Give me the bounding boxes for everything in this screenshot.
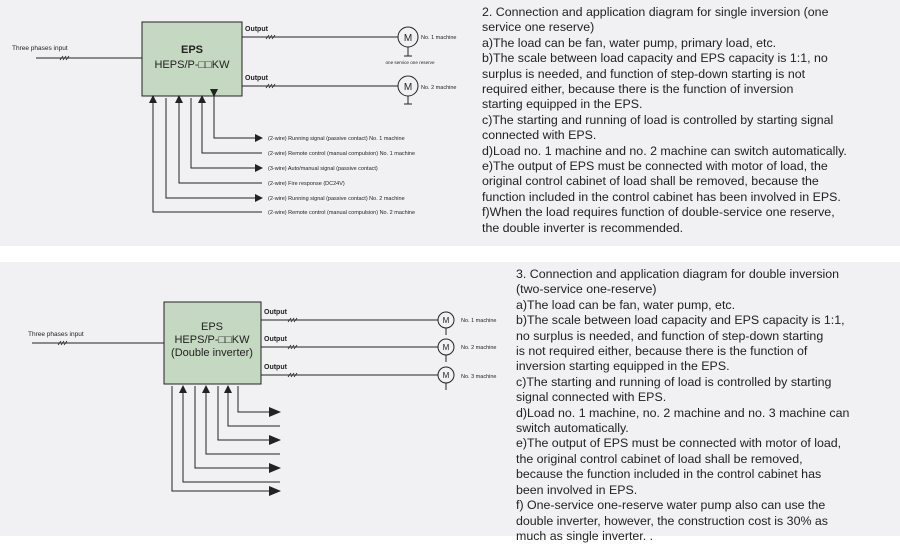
section-3-heading: 3. Connection and application diagram fo… — [516, 267, 840, 297]
double-inversion-diagram: Three phases input EPS HEPS/P-□□KW (Doub… — [28, 301, 496, 496]
section-2-heading: 2. Connection and application diagram fo… — [482, 5, 829, 35]
signal-line-2 — [198, 95, 262, 154]
signal-line-4 — [175, 95, 262, 184]
signal-label-3: (3-wire) Auto/manual signal (passive con… — [268, 166, 378, 172]
signal-label-2: (2-wire) Remote control (manual compulsi… — [268, 151, 415, 157]
output-mark-1 — [287, 317, 298, 323]
output-mark-2 — [265, 83, 276, 89]
signal-lines — [171, 385, 281, 496]
section-3-item-a: a)The load can be fan, water pump, etc. — [516, 297, 736, 312]
output-label-3: Output — [264, 364, 288, 371]
eps-box — [163, 301, 262, 385]
eps-model: HEPS/P-□□KW — [154, 59, 230, 71]
eps-box — [141, 21, 243, 97]
signal-line-2 — [224, 385, 280, 427]
motor-3-symbol: M — [443, 371, 450, 380]
signal-line-7 — [171, 386, 281, 496]
section-2-item-b: b)The scale between load capacity and EP… — [482, 51, 828, 112]
three-phase-mark — [57, 340, 68, 346]
output-mark-1 — [265, 34, 276, 40]
signal-label-1: (2-wire) Running signal (passive contact… — [268, 136, 405, 142]
output-label-2: Output — [245, 75, 269, 82]
machine-label-2: No. 2 machine — [421, 85, 456, 91]
output-mark-3 — [287, 372, 298, 378]
eps-note: (Double inverter) — [171, 347, 253, 359]
machine-label-3: No. 3 machine — [461, 374, 496, 380]
section-3-item-f: f) One-service one-reserve water pump al… — [516, 498, 829, 543]
single-inversion-diagram: Three phases input EPS HEPS/P-□□KW Outpu… — [12, 21, 456, 216]
section-3-text: 3. Connection and application diagram fo… — [516, 267, 900, 544]
machine-label-1: No. 1 machine — [461, 318, 496, 324]
signal-lines — [149, 89, 263, 213]
section-2-item-d: d)Load no. 1 machine and no. 2 machine c… — [482, 143, 847, 158]
output-label-2: Output — [264, 336, 288, 343]
section-3-item-b: b)The scale between load capacity and EP… — [516, 313, 845, 374]
signal-line-5 — [194, 386, 281, 473]
section-2-item-c: c)The starting and running of load is co… — [482, 112, 834, 143]
eps-title: EPS — [201, 321, 223, 333]
signal-line-6 — [179, 385, 280, 483]
input-label: Three phases input — [28, 331, 84, 338]
signal-label-4: (2-wire) Fire response (DC24V) — [268, 181, 345, 187]
signal-line-3 — [190, 98, 263, 172]
section-2-item-e: e)The output of EPS must be connected wi… — [482, 159, 841, 204]
eps-model: HEPS/P-□□KW — [174, 334, 250, 346]
output-label-1: Output — [264, 309, 288, 316]
signal-line-5 — [165, 98, 263, 202]
motor-1-symbol: M — [443, 316, 450, 325]
section-3-item-d: d)Load no. 1 machine, no. 2 machine and … — [516, 405, 850, 436]
section-2-text: 2. Connection and application diagram fo… — [482, 5, 900, 236]
output-mark-2 — [287, 344, 298, 350]
double-inversion-panel: Three phases input EPS HEPS/P-□□KW (Doub… — [0, 262, 900, 543]
output-label-1: Output — [245, 26, 269, 33]
section-3-item-e: e)The output of EPS must be connected wi… — [516, 436, 842, 497]
machine-label-1: No. 1 machine — [421, 35, 456, 41]
signal-line-3 — [217, 386, 281, 445]
signal-line-6 — [149, 95, 262, 213]
signal-line-4 — [202, 385, 280, 455]
section-2-item-f: f)When the load requires function of dou… — [482, 205, 835, 235]
signal-line-1 — [210, 89, 263, 142]
motor-2-symbol: M — [443, 343, 450, 352]
motor-1-symbol: M — [404, 33, 412, 44]
signal-label-6: (2-wire) Remote control (manual compulsi… — [268, 210, 415, 216]
eps-title: EPS — [181, 44, 203, 56]
section-3-item-c: c)The starting and running of load is co… — [516, 374, 832, 405]
section-2-item-a: a)The load can be fan, water pump, prima… — [482, 35, 777, 50]
input-label: Three phases input — [12, 45, 68, 52]
reserve-note: one service one reserve — [385, 60, 434, 65]
three-phase-mark — [59, 55, 70, 61]
machine-label-2: No. 2 machine — [461, 345, 496, 351]
single-inversion-panel: Three phases input EPS HEPS/P-□□KW Outpu… — [0, 0, 900, 246]
motor-2-symbol: M — [404, 82, 412, 93]
signal-line-1 — [237, 386, 281, 417]
signal-label-5: (2-wire) Running signal (passive contact… — [268, 196, 405, 202]
